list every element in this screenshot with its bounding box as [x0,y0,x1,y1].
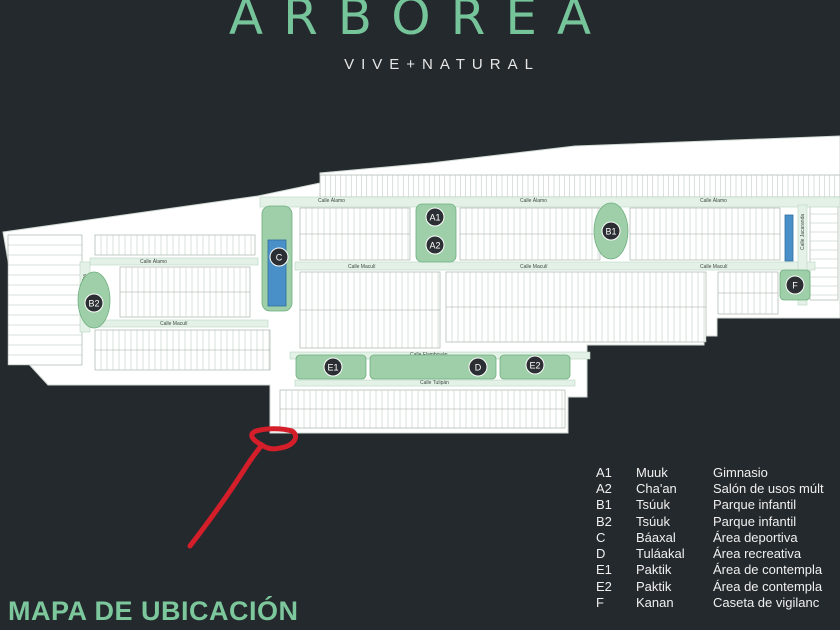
marker-label: B1 [605,227,616,237]
legend-name: Cha'an [636,480,677,496]
street-label-jacaranda: Calle Jacaranda [800,214,806,250]
legend-row-d: D Tuláakal Área recreativa [596,545,840,561]
legend-code: A1 [596,464,612,480]
legend-row-e2: E2 Paktik Área de contempla [596,578,840,594]
legend-desc: Parque infantil [713,513,797,529]
legend-desc: Área deportiva [713,529,798,545]
legend-desc: Gimnasio [713,464,768,480]
marker-label: E1 [327,363,338,373]
marker-label: B2 [88,299,99,309]
legend-row-a1: A1 Muuk Gimnasio [596,464,840,480]
amenity-marker-c[interactable]: C [269,247,289,267]
street-label-maculi-1: Calle Maculí [348,264,376,270]
street-label-tulipan: Calle Tulipán [420,380,449,386]
marker-label: D [475,363,482,373]
marker-circle [601,221,621,241]
map-title: MAPA DE UBICACIÓN [8,596,299,626]
marker-label: A1 [429,213,440,223]
amenity-marker-f[interactable]: F [785,275,805,295]
amenity-marker-b1[interactable]: B1 [601,221,621,241]
legend-desc: Área de contempla [713,562,823,578]
lot-blocks [7,174,840,429]
legend-name: Kanan [636,595,674,611]
legend-code: C [596,529,606,545]
legend-name: Paktik [636,578,672,594]
marker-circle [269,247,289,267]
legend-code: B1 [596,497,612,513]
legend-desc: Área recreativa [713,546,802,562]
legend-desc: Parque infantil [713,497,797,513]
legend-row-f: F Kanan Caseta de vigilanc [596,594,840,610]
street-label-maculi-3: Calle Maculí [700,264,728,270]
marker-circle [785,275,805,295]
brand-tagline: VIVE+NATURAL [344,56,540,73]
amenity-marker-a2[interactable]: A2 [425,235,445,255]
marker-label: F [792,281,798,291]
amenity-marker-e1[interactable]: E1 [323,357,343,377]
amenity-marker-d[interactable]: D [468,357,488,377]
legend-name: Paktik [636,562,672,578]
legend-code: E1 [596,562,612,578]
street-label-alamo-2: Calle Álamo [520,197,547,204]
legend-name: Báaxal [636,529,676,545]
legend-name: Tsúuk [636,513,670,529]
legend-desc: Caseta de vigilanc [713,595,820,611]
legend-code: A2 [596,480,612,496]
legend-code: B2 [596,513,612,529]
marker-circle [84,293,104,313]
legend-code: D [596,546,606,562]
location-pointer-annotation [187,426,298,549]
legend-code: F [596,595,604,611]
legend-row-b1: B1 Tsúuk Parque infantil [596,497,840,513]
marker-circle [323,357,343,377]
legend-row-c: C Báaxal Área deportiva [596,529,840,545]
marker-circle [468,357,488,377]
marker-label: A2 [429,241,440,251]
legend-row-e1: E1 Paktik Área de contempla [596,562,840,578]
street-label-alamo-west: Calle Álamo [140,258,167,265]
marker-circle [425,235,445,255]
amenity-marker-a1[interactable]: A1 [425,207,445,227]
legend-code: E2 [596,578,612,594]
marker-label: C [276,253,283,263]
legend-desc: Salón de usos múlt [713,480,824,496]
legend-name: Tuláakal [636,546,685,562]
marker-circle [525,355,545,375]
marker-label: E2 [529,361,540,371]
legend-name: Muuk [636,464,668,480]
legend-name: Tsúuk [636,497,670,513]
amenity-marker-b2[interactable]: B2 [84,293,104,313]
marker-circle [425,207,445,227]
legend-desc: Área de contempla [713,578,823,594]
street-label-maculi-west: Calle Maculí [160,321,188,327]
street-label-maculi-2: Calle Maculí [520,264,548,270]
street-label-alamo-1: Calle Álamo [318,197,345,204]
amenity-marker-e2[interactable]: E2 [525,355,545,375]
lot-block [7,234,83,366]
arborea-logo: ARBOREA [228,0,612,46]
legend-row-a2: A2 Cha'an Salón de usos múlt [596,480,840,496]
street-label-alamo-3: Calle Álamo [700,197,727,204]
legend-row-b2: B2 Tsúuk Parque infantil [596,513,840,529]
